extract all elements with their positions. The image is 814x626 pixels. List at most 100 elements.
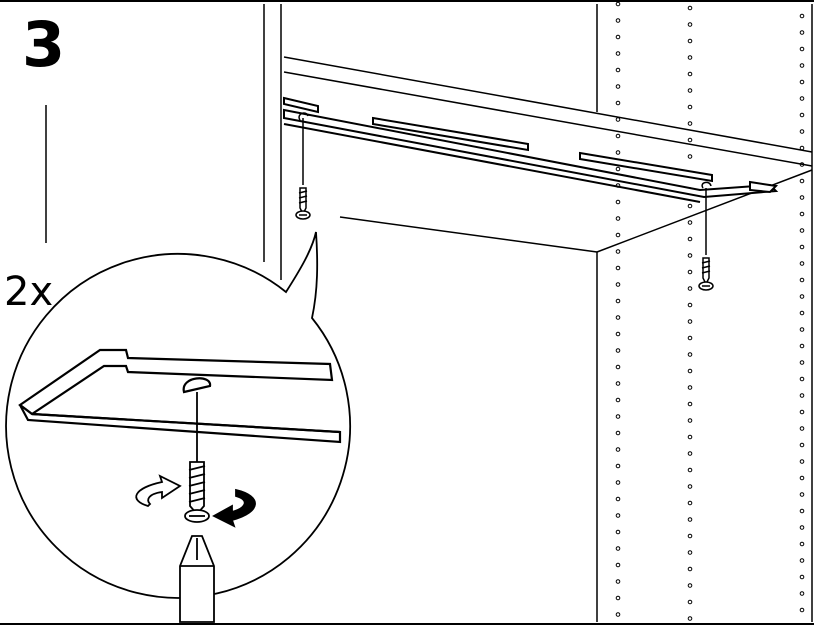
shelf-pin-hole: [799, 129, 805, 134]
shelf-pin-hole: [615, 447, 621, 452]
shelf-pin-hole: [615, 348, 621, 353]
screw-icon: [295, 112, 311, 220]
shelf-pin-hole: [687, 533, 693, 539]
shelf-pin-hole: [799, 327, 805, 332]
shelf-pin-hole: [799, 475, 805, 481]
shelf-pin-hole: [687, 599, 693, 605]
shelf-pin-hole: [615, 414, 621, 419]
shelf-pin-hole: [615, 430, 621, 436]
shelf-pin-hole: [799, 13, 805, 19]
shelf-pin-hole: [615, 133, 621, 139]
shelf-pin-hole: [799, 30, 805, 35]
shelf-pin-hole: [687, 236, 693, 242]
shelf-pin-hole: [615, 216, 621, 221]
shelf-pin-hole: [615, 397, 621, 403]
shelf-pin-hole: [687, 121, 693, 126]
shelf-pin-hole: [615, 463, 621, 469]
shelf-pin-hole: [615, 513, 621, 518]
shelf-pin-hole: [687, 484, 693, 489]
shelf-pin-hole: [687, 500, 693, 506]
shelf-pin-hole: [799, 277, 805, 283]
shelf-pin-hole: [615, 199, 621, 205]
shelf-pin-hole: [687, 154, 693, 159]
shelf-pin-hole: [799, 195, 805, 200]
shelf-pin-hole: [687, 286, 693, 291]
shelf-pin-hole: [615, 18, 621, 23]
shelf-pin-hole: [687, 104, 693, 110]
shelf-pin-hole: [799, 294, 805, 299]
shelf-pin-hole: [615, 480, 621, 485]
shelf-pin-hole: [687, 467, 693, 473]
hanging-rail-icon: [283, 96, 779, 203]
shelf-pin-hole: [799, 46, 805, 52]
shelf-pin-hole: [799, 360, 805, 365]
shelf-pin-hole: [615, 595, 621, 601]
shelf-pin-hole: [615, 529, 621, 535]
shelf-pin-hole: [687, 203, 693, 209]
shelf-pin-holes: [615, 1, 805, 621]
shelf-pin-hole: [615, 166, 621, 172]
shelf-pin-hole: [615, 331, 621, 337]
shelf-pin-hole: [799, 607, 805, 613]
shelf-pin-hole: [687, 5, 693, 11]
shelf-pin-hole: [687, 550, 693, 555]
step-number: 3: [22, 8, 66, 81]
shelf-pin-hole: [615, 34, 621, 40]
shelf-pin-hole: [687, 22, 693, 27]
shelf-pin-hole: [687, 583, 693, 588]
shelf-pin-hole: [687, 220, 693, 225]
shelf-pin-hole: [687, 616, 693, 621]
shelf-pin-hole: [799, 574, 805, 580]
shelf-pin-hole: [687, 434, 693, 440]
shelf-pin-hole: [799, 63, 805, 68]
shelf-pin-hole: [615, 315, 621, 320]
shelf-pin-hole: [615, 298, 621, 304]
shelf-pin-hole: [687, 71, 693, 77]
shelf-pin-hole: [615, 612, 621, 617]
shelf-pin-hole: [615, 67, 621, 73]
shelf-pin-hole: [799, 162, 805, 167]
shelf-pin-hole: [615, 84, 621, 89]
shelf-pin-hole: [615, 150, 621, 155]
shelf-pin-hole: [615, 579, 621, 584]
shelf-pin-hole: [799, 492, 805, 497]
shelf-pin-hole: [687, 451, 693, 456]
shelf-pin-hole: [799, 525, 805, 530]
shelf-pin-hole: [615, 232, 621, 238]
screwdriver-icon: [179, 535, 215, 623]
shelf-pin-hole: [799, 145, 805, 151]
shelf-pin-hole: [799, 211, 805, 217]
screw-icon: [698, 181, 714, 291]
shelf-pin-hole: [687, 269, 693, 275]
shelf-pin-hole: [615, 117, 621, 122]
shelf-pin-hole: [687, 401, 693, 407]
shelf-pin-hole: [615, 1, 621, 7]
shelf-pin-hole: [687, 352, 693, 357]
shelf-pin-hole: [799, 178, 805, 184]
shelf-pin-hole: [799, 508, 805, 514]
shelf-pin-hole: [687, 368, 693, 374]
shelf-pin-hole: [687, 302, 693, 308]
shelf-pin-hole: [687, 38, 693, 44]
shelf-pin-hole: [799, 244, 805, 250]
shelf-pin-hole: [615, 546, 621, 551]
shelf-pin-hole: [799, 228, 805, 233]
shelf-pin-hole: [799, 459, 805, 464]
shelf-pin-hole: [799, 79, 805, 85]
detail-callout: [5, 231, 351, 599]
shelf-pin-hole: [687, 335, 693, 341]
shelf-pin-hole: [687, 319, 693, 324]
shelf-pin-hole: [799, 393, 805, 398]
screw-icon: [184, 392, 210, 523]
shelf-pin-hole: [687, 385, 693, 390]
shelf-pin-hole: [799, 558, 805, 563]
shelf-pin-hole: [799, 442, 805, 448]
shelf-pin-hole: [799, 541, 805, 547]
quantity-label: 2x: [4, 269, 54, 315]
shelf-pin-hole: [799, 310, 805, 316]
rail-detail: [18, 348, 342, 444]
shelf-pin-hole: [615, 265, 621, 271]
shelf-pin-hole: [799, 343, 805, 349]
